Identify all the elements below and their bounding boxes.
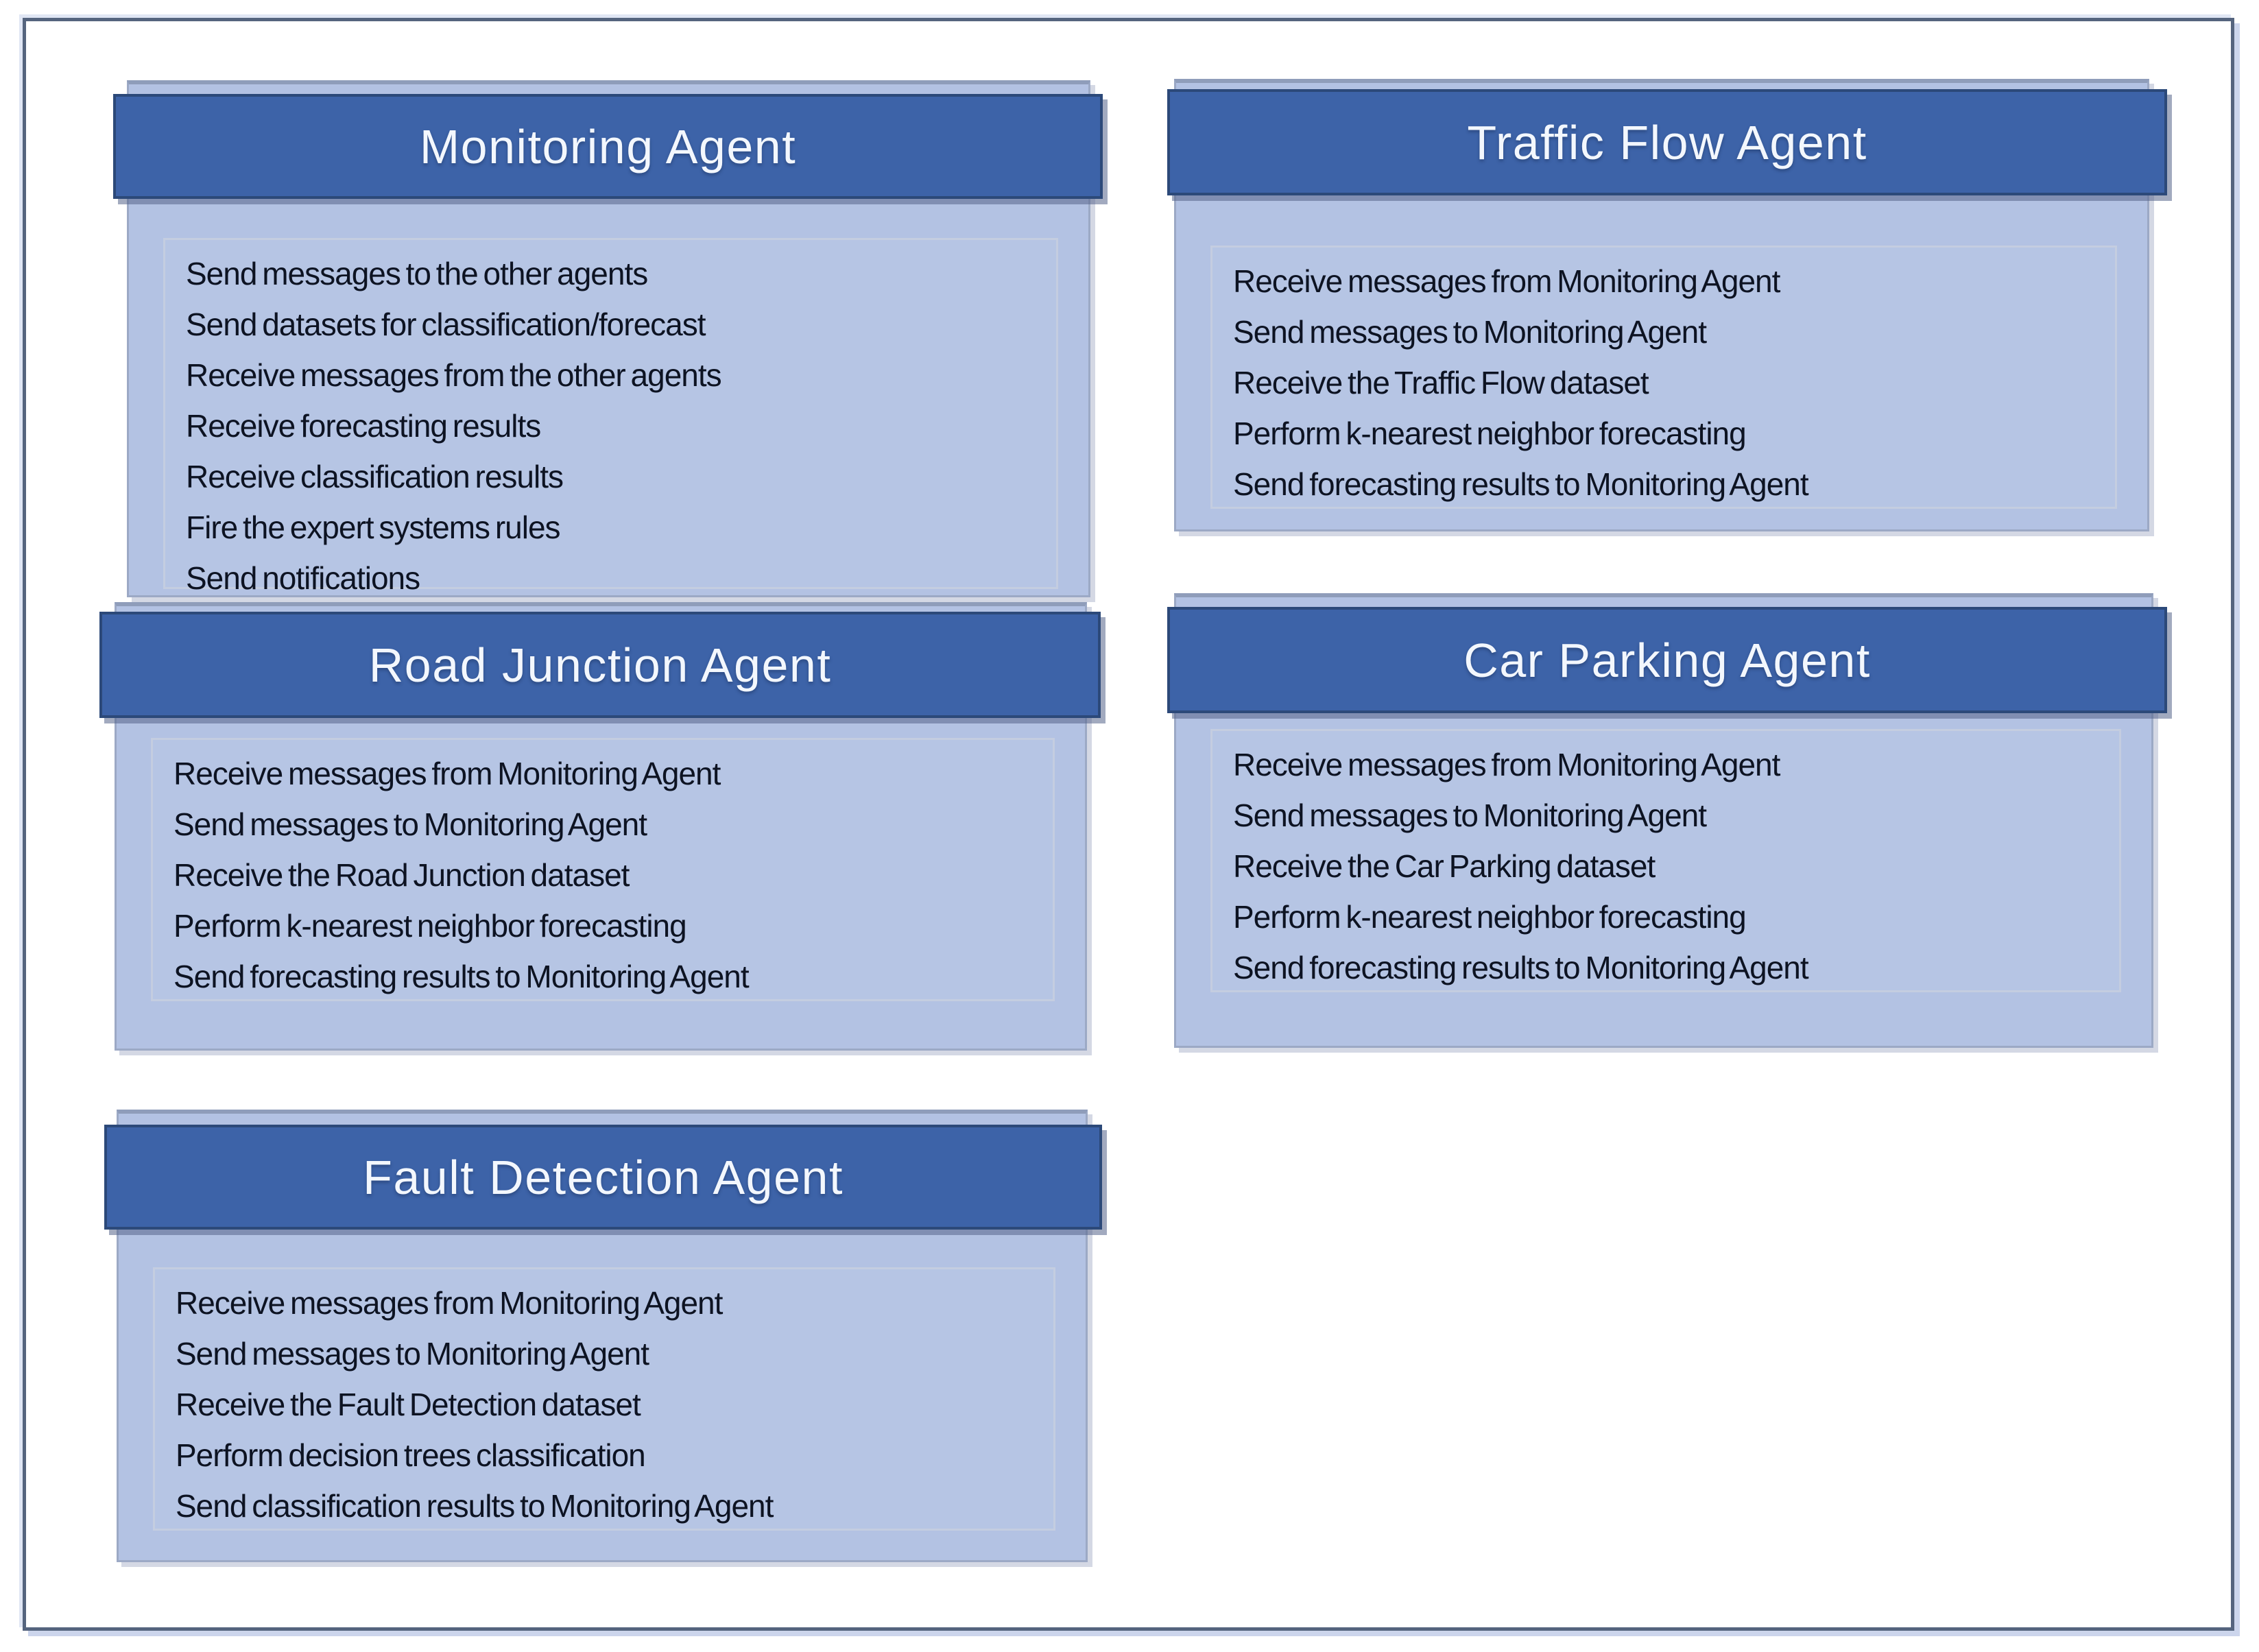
agent-title: Traffic Flow Agent [1467,115,1867,169]
capability-item: Receive messages from Monitoring Agent [1233,263,1780,299]
capability-item: Perform k-nearest neighbor forecasting [174,908,687,944]
capability-item: Receive the Road Junction dataset [174,857,630,893]
agent-title: Fault Detection Agent [363,1150,844,1204]
capability-item: Perform decision trees classification [176,1437,646,1473]
capability-list: Receive messages from Monitoring Agent S… [153,740,1053,1002]
capability-frame: Receive messages from Monitoring Agent S… [151,738,1055,1001]
agent-header: Car Parking Agent [1167,607,2167,713]
capability-frame: Receive messages from Monitoring Agent S… [153,1267,1055,1531]
capability-item: Send forecasting results to Monitoring A… [1233,466,1809,502]
capability-item: Send messages to Monitoring Agent [1233,798,1707,833]
agent-header: Monitoring Agent [113,94,1103,199]
agent-title: Monitoring Agent [419,119,797,173]
capability-frame: Receive messages from Monitoring Agent S… [1210,246,2117,509]
agent-header: Fault Detection Agent [104,1125,1102,1230]
diagram-outer-border [23,18,2234,1631]
capability-item: Receive messages from Monitoring Agent [176,1285,723,1321]
agent-title: Road Junction Agent [368,638,832,692]
capability-item: Receive the Fault Detection dataset [176,1387,641,1422]
capability-list: Send messages to the other agents Send d… [165,240,1056,603]
capability-item: Perform k-nearest neighbor forecasting [1233,416,1747,451]
capability-list: Receive messages from Monitoring Agent S… [1212,731,2119,993]
capability-list: Receive messages from Monitoring Agent S… [155,1269,1053,1531]
capability-item: Send datasets for classification/forecas… [186,307,706,342]
capability-item: Send classification results to Monitorin… [176,1488,774,1524]
agent-title: Car Parking Agent [1463,633,1871,687]
capability-item: Send messages to Monitoring Agent [176,1336,649,1372]
capability-item: Send forecasting results to Monitoring A… [174,959,750,994]
capability-item: Send messages to the other agents [186,256,648,291]
capability-item: Fire the expert systems rules [186,510,561,545]
capability-list: Receive messages from Monitoring Agent S… [1212,248,2115,510]
capability-item: Receive messages from Monitoring Agent [174,756,721,791]
capability-item: Send forecasting results to Monitoring A… [1233,950,1809,985]
capability-item: Send notifications [186,560,420,596]
capability-item: Receive messages from the other agents [186,357,722,393]
capability-frame: Send messages to the other agents Send d… [163,238,1058,596]
capability-item: Receive the Car Parking dataset [1233,848,1656,884]
capability-item: Receive the Traffic Flow dataset [1233,365,1649,400]
capability-frame: Receive messages from Monitoring Agent S… [1210,729,2121,992]
capability-item: Receive forecasting results [186,408,541,444]
capability-item: Send messages to Monitoring Agent [1233,314,1707,350]
capability-item: Receive messages from Monitoring Agent [1233,747,1780,782]
agent-header: Traffic Flow Agent [1167,89,2167,195]
capability-item: Send messages to Monitoring Agent [174,806,647,842]
capability-item: Perform k-nearest neighbor forecasting [1233,899,1747,935]
capability-item: Receive classification results [186,459,564,494]
agent-header: Road Junction Agent [99,612,1101,718]
